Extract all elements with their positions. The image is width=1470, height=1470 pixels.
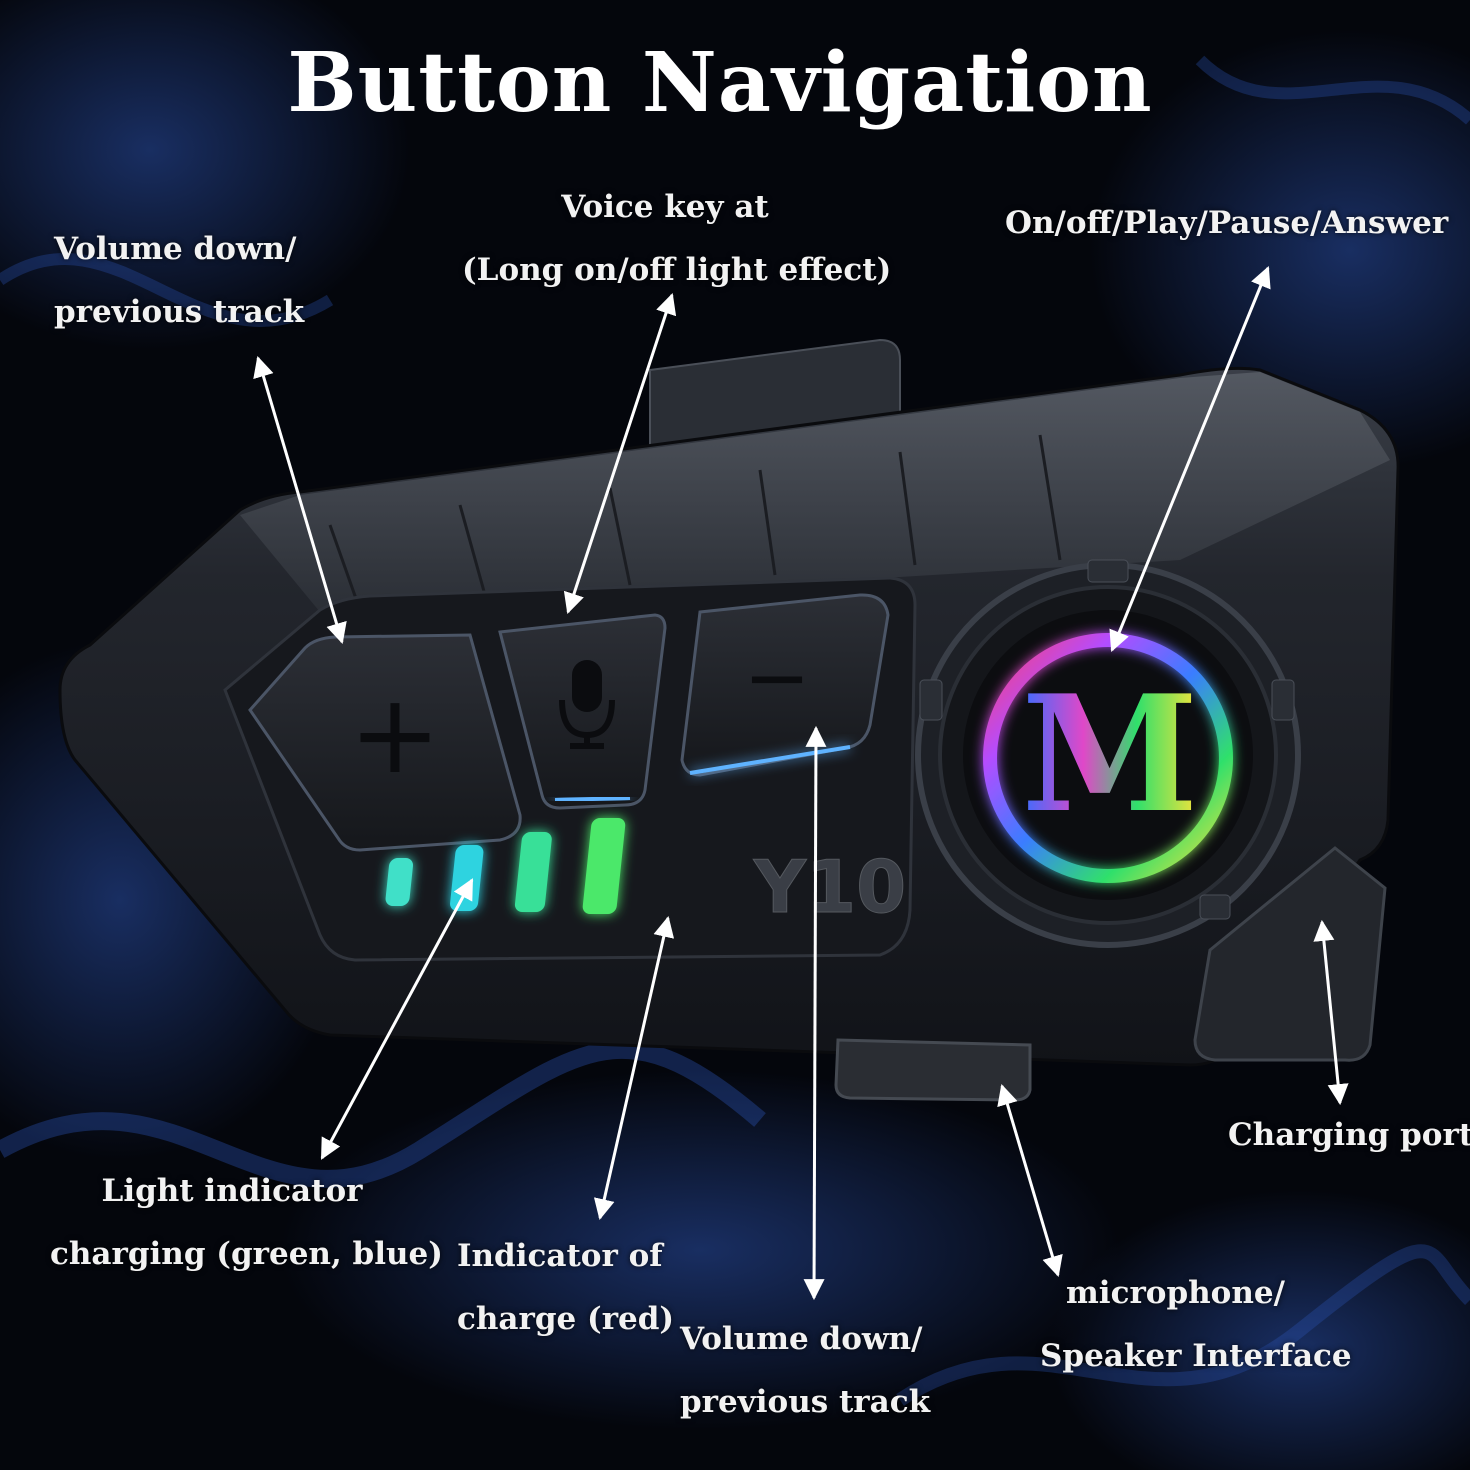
- label-volume-left-line2: previous track: [54, 294, 305, 330]
- label-power-line1: On/off/Play/Pause/Answer: [1005, 205, 1449, 241]
- page-title: Button Navigation: [287, 35, 1153, 131]
- arrow-power: [1109, 266, 1271, 652]
- label-volume-left: Volume down/ previous track: [54, 218, 304, 344]
- arrow-mic: [997, 1083, 1063, 1278]
- model-logo: Y10: [753, 845, 906, 929]
- arrow-charge-red: [593, 915, 675, 1221]
- led-bar-1: [385, 858, 414, 906]
- label-charge-red: Indicator of charge (red): [457, 1225, 674, 1351]
- label-charging-port: Charging port: [1228, 1104, 1470, 1167]
- led-bar-4: [582, 818, 626, 914]
- label-light-indicator-line2: charging (green, blue): [50, 1236, 443, 1272]
- microphone-interface[interactable]: [834, 1038, 1032, 1102]
- minus-glyph: −: [743, 631, 810, 724]
- led-indicator-bars: [385, 818, 626, 914]
- label-light-indicator-line1: Light indicator: [101, 1173, 363, 1209]
- label-volume-bottom-line1: Volume down/: [680, 1321, 923, 1357]
- label-light-indicator: Light indicator charging (green, blue): [50, 1160, 443, 1286]
- volume-up-button[interactable]: +: [248, 633, 522, 852]
- arrow-vol-bottom: [803, 725, 827, 1301]
- microphone-icon: [559, 660, 615, 749]
- top-ridge: [240, 372, 1390, 612]
- arrow-charge-port: [1313, 919, 1349, 1106]
- led-bar-3: [514, 832, 552, 912]
- label-volume-left-line1: Volume down/: [54, 231, 297, 267]
- label-charging-port-line1: Charging port: [1228, 1117, 1470, 1153]
- plus-glyph: +: [349, 670, 441, 798]
- power-play-button[interactable]: M: [915, 559, 1301, 948]
- label-volume-bottom-line2: previous track: [680, 1384, 931, 1420]
- arrow-light: [320, 878, 474, 1160]
- label-charge-red-line2: charge (red): [457, 1301, 675, 1337]
- label-microphone-line1: microphone/: [1066, 1275, 1285, 1311]
- callout-arrows: [253, 266, 1349, 1301]
- label-voice-key-line1: Voice key at: [561, 189, 769, 225]
- label-power: On/off/Play/Pause/Answer: [1005, 192, 1448, 255]
- label-voice-key: Voice key at (Long on/off light effect): [462, 176, 892, 302]
- volume-down-button[interactable]: −: [680, 593, 890, 777]
- label-microphone: microphone/ Speaker Interface: [1040, 1262, 1352, 1388]
- m-logo: M: [1021, 660, 1198, 848]
- label-charge-red-line1: Indicator of: [457, 1238, 663, 1274]
- arrow-voice: [563, 293, 677, 614]
- rgb-ring: [983, 633, 1233, 883]
- label-microphone-line2: Speaker Interface: [1040, 1338, 1352, 1374]
- label-voice-key-line2: (Long on/off light effect): [462, 252, 892, 288]
- label-volume-bottom: Volume down/ previous track: [680, 1308, 930, 1434]
- arrow-vol-left: [253, 355, 347, 645]
- voice-key-button[interactable]: [498, 613, 667, 810]
